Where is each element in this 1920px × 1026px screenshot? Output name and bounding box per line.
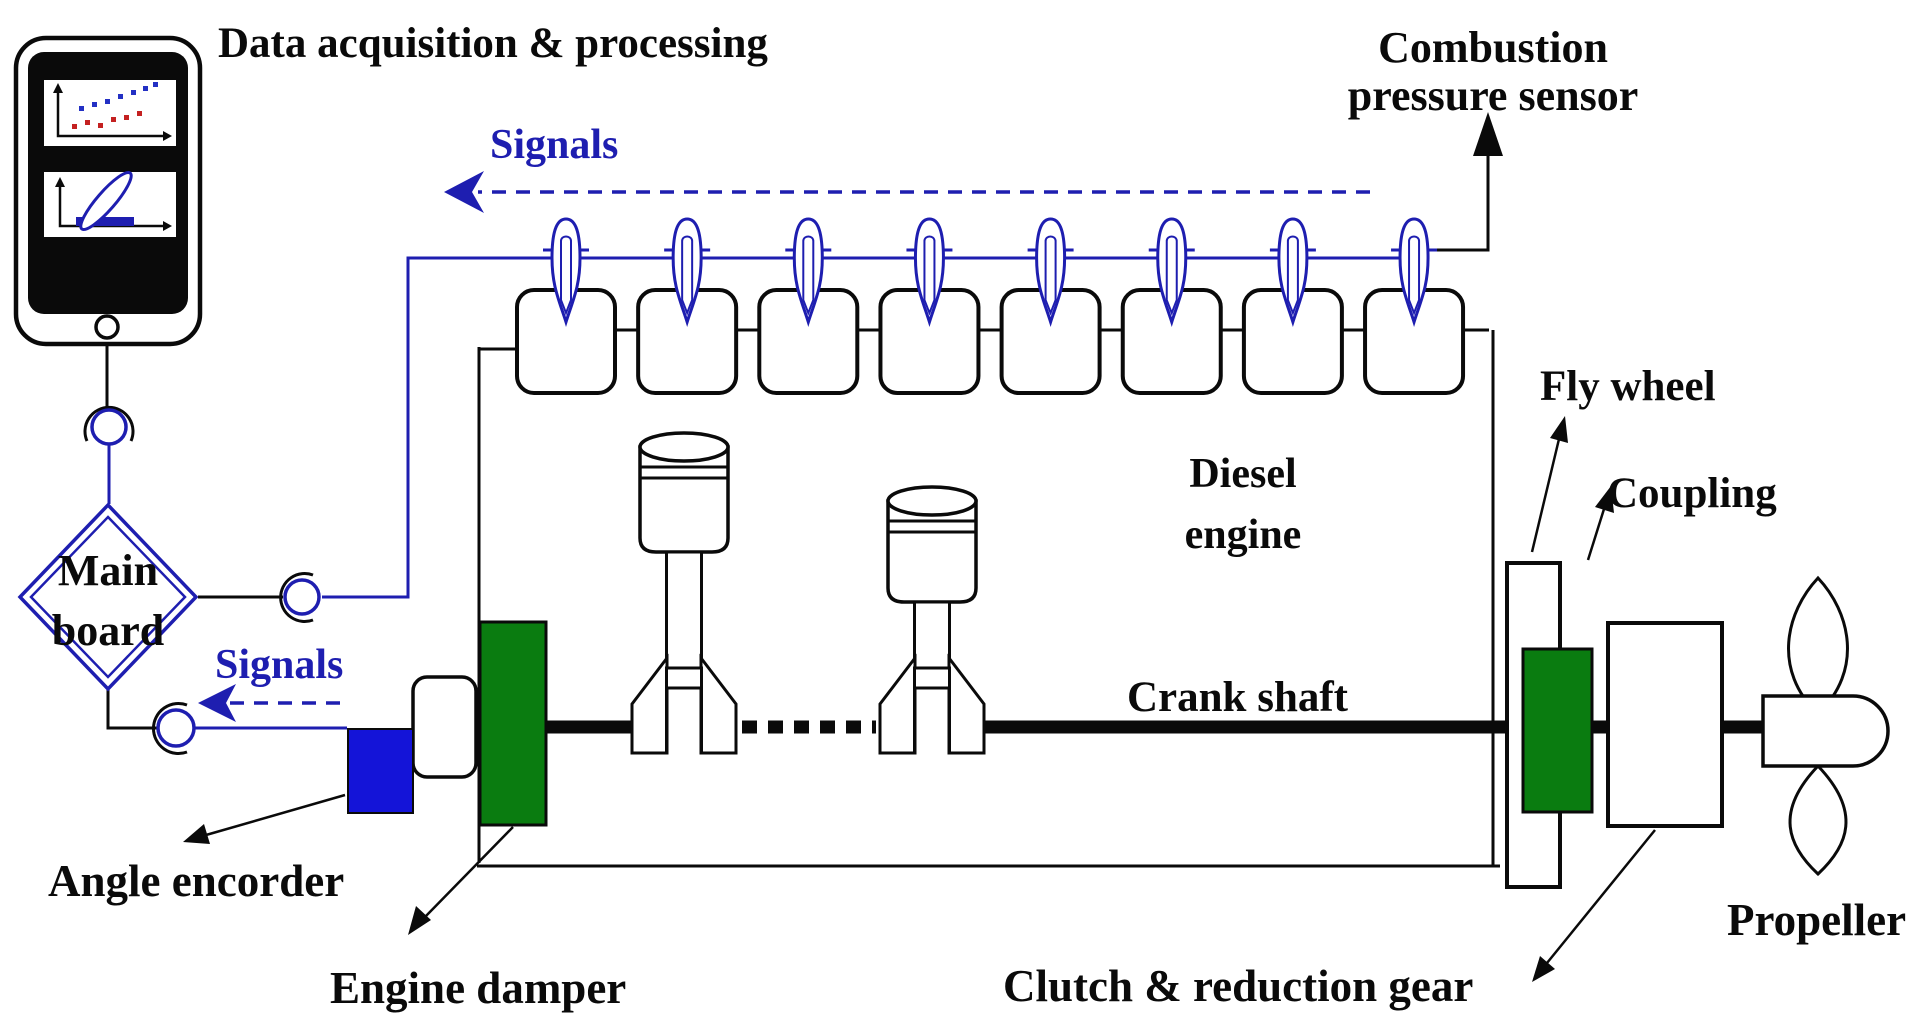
diesel-engine-block (477, 328, 1500, 868)
main-board-label-line2: board (52, 606, 164, 655)
shaft-end-assembly (347, 620, 548, 827)
pressure-sensor-stem (1286, 235, 1299, 316)
piston-crown (886, 485, 978, 517)
pistons (630, 431, 986, 755)
pressure-sensor-stem (1165, 235, 1178, 316)
propeller-label: Propeller (1727, 895, 1906, 945)
figure-title: Data acquisition & processing (218, 20, 768, 67)
angle-encoder-label: Angle encorder (48, 856, 344, 906)
data-acquisition-device (13, 35, 203, 347)
pressure-sensor-stem (1044, 235, 1057, 316)
engine-damper-arrow (408, 826, 514, 935)
piston-head (638, 445, 730, 554)
propeller-hub (1761, 694, 1890, 768)
red-scatter-dots (72, 111, 142, 129)
propeller (1761, 575, 1890, 877)
coupling-label: Coupling (1607, 470, 1777, 517)
pressure-sensor-stem (802, 235, 815, 316)
engine-damper-label: Engine damper (330, 963, 626, 1013)
scatter-chart-icon (44, 80, 176, 146)
combustion-sensor-arrow (1437, 112, 1503, 252)
signals-top-arrow (444, 171, 1370, 213)
angle-encoder-arrow (183, 793, 346, 844)
pressure-sensor-row (543, 217, 1438, 327)
device-home-button (94, 314, 120, 340)
cable-connector-icon (83, 405, 135, 446)
sensor-manifold-wire (322, 256, 1414, 599)
main-board-label-line1: Main (58, 546, 158, 595)
combustion-label-line2: pressure sensor (1348, 71, 1639, 120)
pressure-sensor-stem (560, 235, 572, 316)
signals-left-arrow (198, 684, 340, 722)
angle-gauge-icon (44, 170, 176, 237)
piston (630, 431, 738, 755)
crank-web-left (878, 653, 917, 755)
connecting-rod (913, 600, 951, 670)
cylinder-row (515, 288, 1466, 395)
crank-shaft-label: Crank shaft (1127, 674, 1349, 721)
pressure-sensor-stem (923, 235, 936, 316)
fly-wheel-label: Fly wheel (1540, 363, 1716, 410)
pressure-sensor-stem (681, 235, 694, 316)
clutch-arrow (1532, 829, 1656, 982)
piston-rings (640, 465, 728, 480)
piston-head (886, 499, 978, 604)
piston (878, 485, 986, 755)
rod-big-end (665, 666, 703, 690)
diesel-engine-label-line1: Diesel (1189, 451, 1296, 497)
main-board: Main board (17, 502, 199, 692)
angle-encoder (347, 728, 414, 814)
fly-wheel-arrow (1530, 416, 1568, 553)
engine-damper (478, 620, 548, 827)
signal-wiring (83, 256, 1414, 755)
crank-channel (665, 688, 703, 753)
crank-channel (913, 688, 951, 753)
rod-big-end (913, 666, 951, 690)
shaft-hub (411, 675, 478, 779)
combustion-label-line1: Combustion (1378, 23, 1608, 72)
cable-connector-icon (279, 572, 321, 623)
crank-web-right (699, 653, 738, 755)
piston-rings (888, 519, 976, 534)
crank-web-right (947, 653, 986, 755)
crank-web-left (630, 653, 669, 755)
clutch-label: Clutch & reduction gear (1003, 961, 1473, 1011)
diesel-engine-label-line2: engine (1185, 512, 1302, 558)
propeller-blade-top (1787, 575, 1849, 717)
blue-scatter-dots (79, 82, 158, 111)
clutch-reduction-gear (1606, 621, 1724, 828)
coupling-arrow (1586, 486, 1614, 561)
pressure-sensor-stem (1408, 235, 1421, 316)
connecting-rod (665, 550, 703, 670)
coupling (1521, 647, 1594, 814)
propeller-blade-bottom (1788, 763, 1848, 877)
cable-connector-icon (151, 702, 196, 755)
piston-crown (638, 431, 730, 463)
signals-top-label: Signals (490, 122, 618, 168)
signals-left-label: Signals (215, 642, 343, 688)
